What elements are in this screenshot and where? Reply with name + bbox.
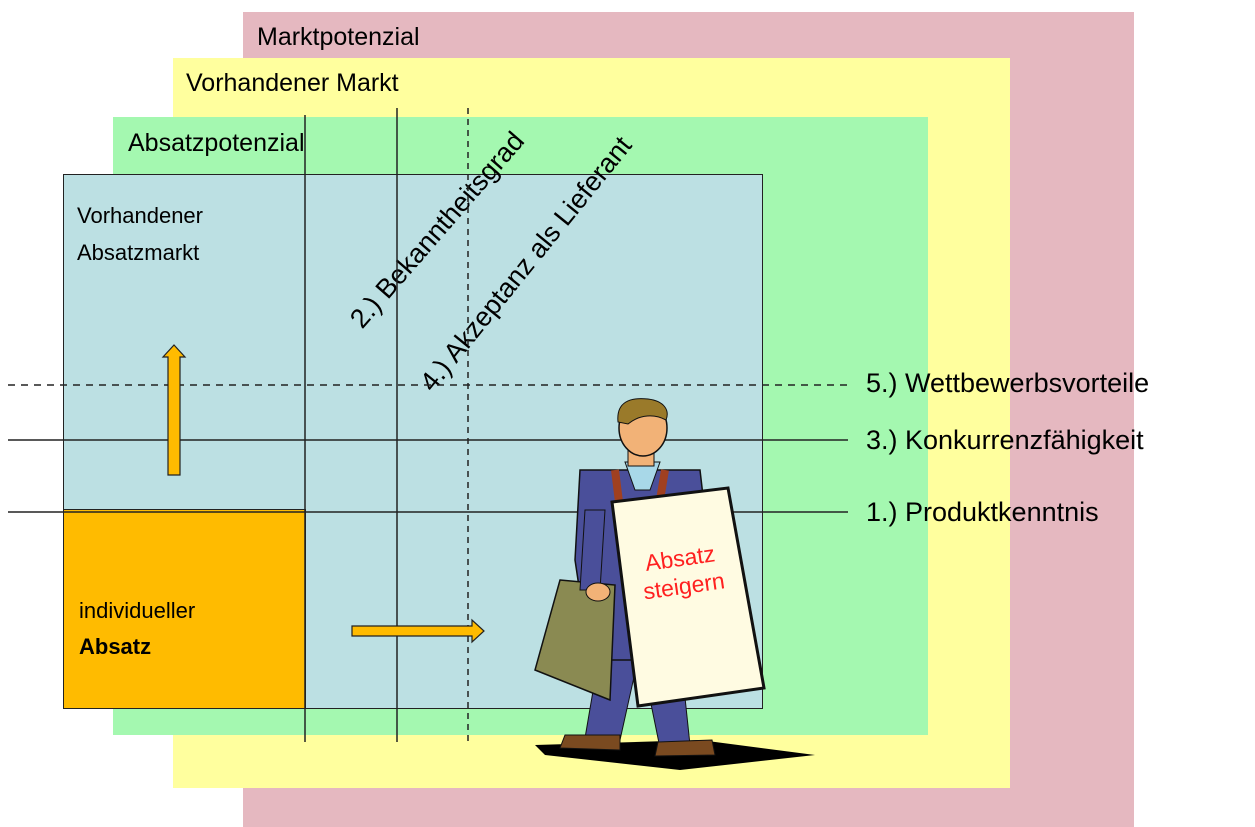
absatzmarkt-label-line1: Vorhandener [77, 203, 203, 228]
absatzmarkt-label-line2: Absatzmarkt [77, 240, 200, 265]
individuell-label-line2: Absatz [79, 634, 152, 659]
konkurrenz-label: 3.) Konkurrenzfähigkeit [866, 425, 1144, 455]
up-arrow-icon [161, 344, 187, 476]
individueller-absatz-area [63, 509, 306, 709]
absatzpotenzial-label: Absatzpotenzial [128, 129, 305, 157]
salesman-illustration-icon [534, 398, 815, 770]
marktpotenzial-label: Marktpotenzial [257, 23, 420, 51]
right-arrow-icon [351, 618, 485, 644]
individuell-label-line1: individueller [79, 598, 196, 623]
wettbewerb-label: 5.) Wettbewerbsvorteile [866, 368, 1150, 398]
vorhandener-markt-label: Vorhandener Markt [186, 69, 399, 97]
produkt-label: 1.) Produktkenntnis [866, 497, 1099, 527]
